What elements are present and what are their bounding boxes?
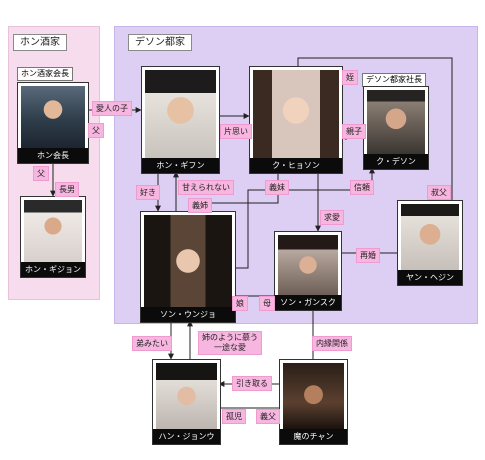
person-card-hong-chairman[interactable]: ホン会長	[17, 82, 89, 164]
person-name: ク・デソン	[364, 154, 428, 169]
portrait-photo	[367, 90, 425, 154]
relation-label: 娘	[232, 296, 248, 311]
relation-label: 長男	[55, 182, 79, 197]
relation-label: 再婚	[356, 248, 380, 263]
relation-label: 義姉	[188, 198, 212, 213]
person-card-han-jonu[interactable]: ハン・ジョンウ	[152, 359, 221, 445]
hong-family-title: ホン酒家	[13, 34, 67, 51]
portrait-photo	[401, 204, 459, 270]
portrait-photo	[21, 86, 85, 148]
relation-label: 片思い	[220, 124, 252, 139]
portrait-photo	[24, 200, 82, 262]
relation-label: 親子	[342, 124, 366, 139]
relation-label: 孤児	[222, 409, 246, 424]
relation-label: 引き取る	[232, 376, 272, 391]
person-name: ヤン・ヘジン	[398, 270, 462, 285]
relation-label: 信頼	[350, 180, 374, 195]
relation-label: 父	[33, 166, 49, 181]
relation-label: 義父	[256, 409, 280, 424]
person-card-ku-deson[interactable]: ク・デソン	[363, 86, 429, 170]
portrait-photo	[156, 363, 217, 429]
portrait-photo	[253, 70, 339, 158]
person-card-hong-gijun[interactable]: ホン・ギジョン	[20, 196, 86, 278]
relation-label: 父	[88, 123, 104, 138]
person-name: ク・ヒョソン	[250, 158, 342, 173]
hong-president-title: ホン酒家会長	[17, 67, 73, 81]
relation-label: 愛人の子	[92, 101, 132, 116]
person-name: 魔のチャン	[280, 429, 347, 444]
person-name: ソン・ガンスク	[275, 295, 341, 310]
person-name: ホン・ギジョン	[21, 262, 85, 277]
deson-family-title: デソン都家	[128, 34, 192, 51]
relation-label: 好き	[136, 185, 160, 200]
portrait-photo	[145, 70, 216, 158]
person-card-hong-giphun[interactable]: ホン・ギフン	[141, 66, 220, 174]
relation-label: 内縁関係	[312, 336, 352, 351]
relation-label: 甘えられない	[178, 180, 234, 195]
relation-label: 叔父	[427, 185, 451, 200]
relation-label: 母	[259, 296, 275, 311]
person-name: ソン・ウンジョ	[141, 307, 235, 322]
person-card-chan[interactable]: 魔のチャン	[279, 359, 348, 445]
person-name: ホン会長	[18, 148, 88, 163]
person-name: ハン・ジョンウ	[153, 429, 220, 444]
person-card-yan-hejin[interactable]: ヤン・ヘジン	[397, 200, 463, 286]
person-name: ホン・ギフン	[142, 158, 219, 173]
portrait-photo	[144, 215, 232, 307]
relation-label: 弟みたい	[132, 336, 172, 351]
line-hyoson-yan	[297, 57, 453, 200]
person-card-son-unjo[interactable]: ソン・ウンジョ	[140, 211, 236, 323]
person-card-son-gansuk[interactable]: ソン・ガンスク	[274, 231, 342, 311]
person-card-ku-hyoson[interactable]: ク・ヒョソン	[249, 66, 343, 174]
relation-label: 姪	[342, 70, 358, 85]
portrait-photo	[278, 235, 338, 295]
relation-label: 姉のように慕う 一途な愛	[198, 331, 262, 355]
relation-label: 求愛	[320, 210, 344, 225]
relation-label: 義妹	[265, 180, 289, 195]
deson-president-title: デソン都家社長	[362, 73, 426, 87]
portrait-photo	[283, 363, 344, 429]
